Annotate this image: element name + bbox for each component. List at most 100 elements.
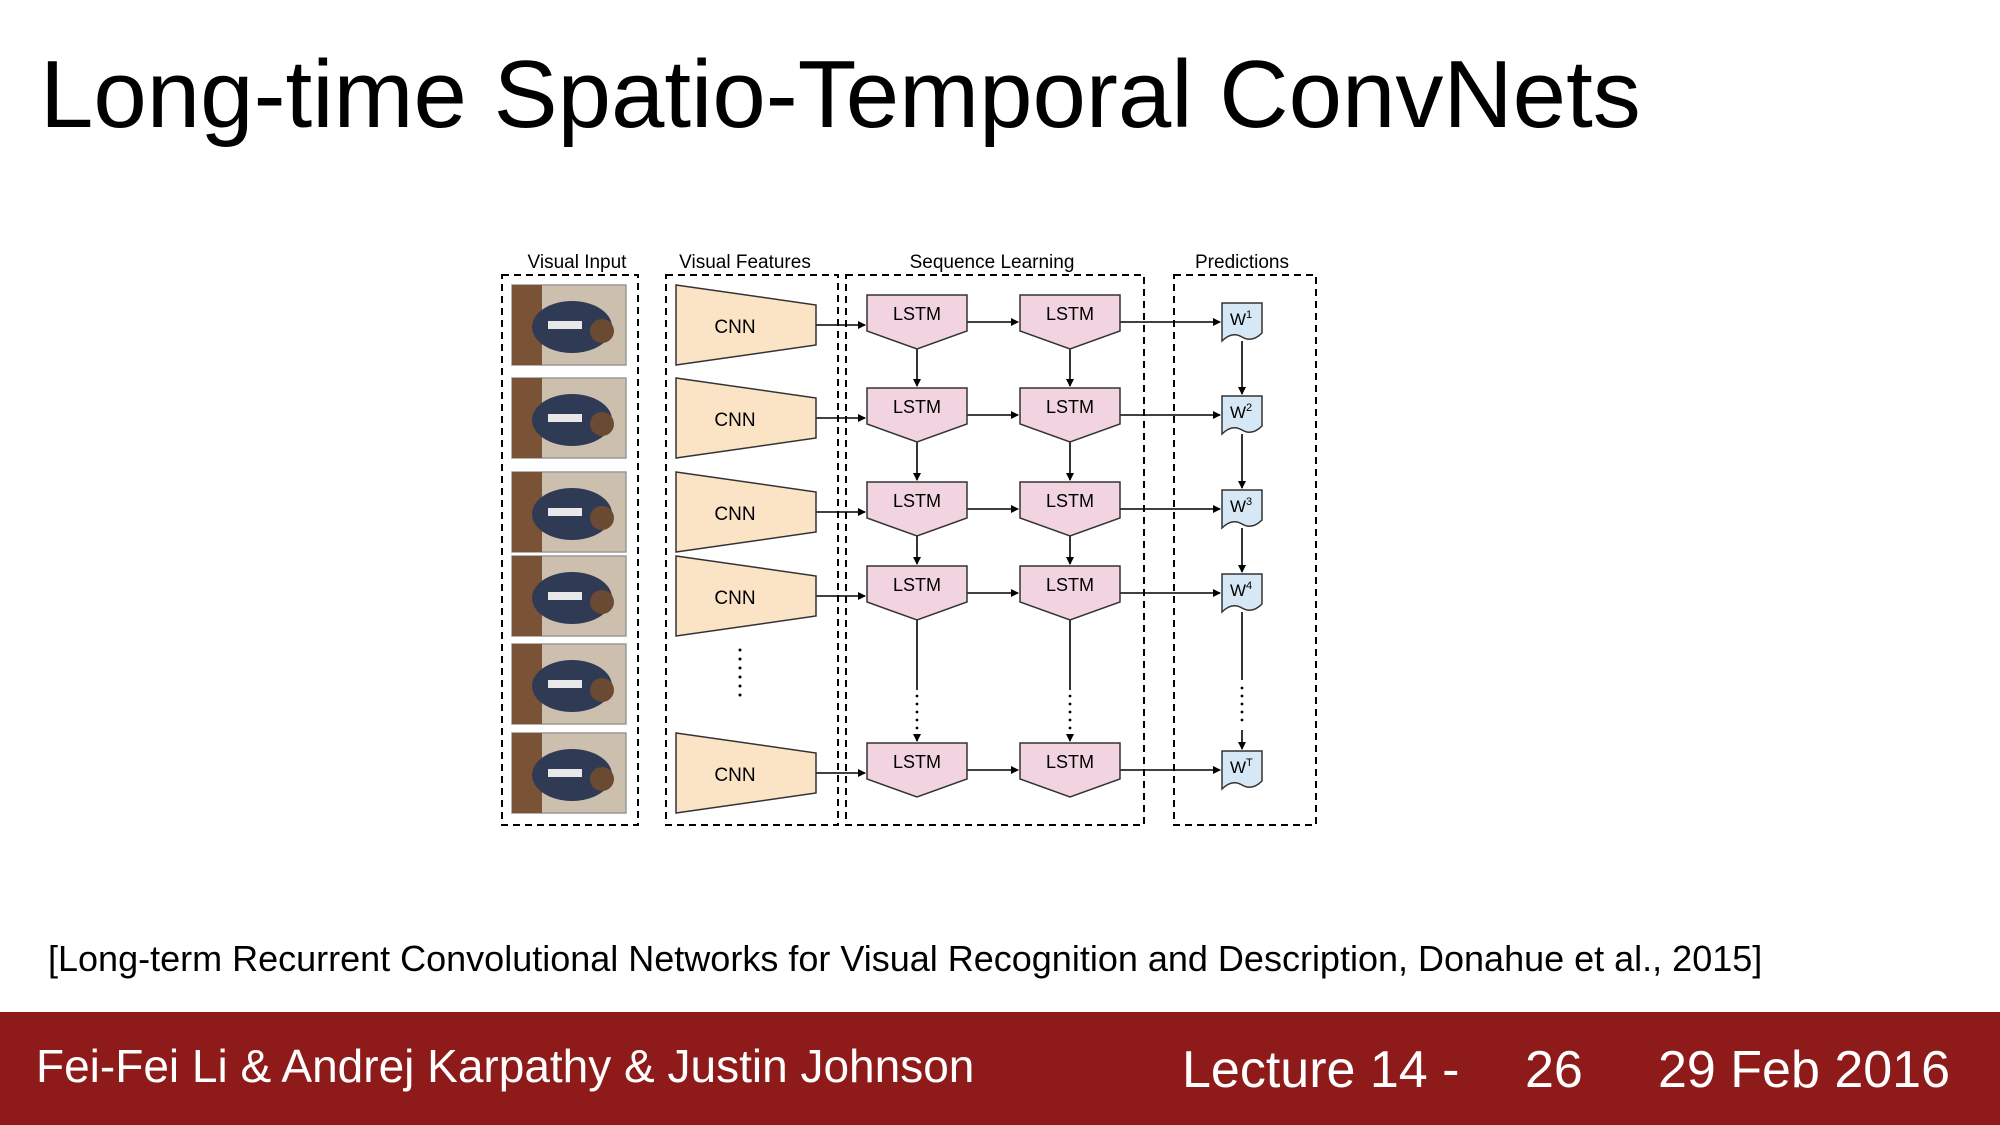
person-head bbox=[590, 678, 614, 702]
footer-page-number: 26 bbox=[1525, 1041, 1583, 1099]
lstm-label: LSTM bbox=[893, 491, 941, 511]
lstm-label: LSTM bbox=[1046, 491, 1094, 511]
lstm-shape bbox=[866, 742, 968, 798]
footer-lecture: Lecture 14 - bbox=[1182, 1041, 1460, 1099]
ellipsis-dot bbox=[1068, 694, 1072, 698]
prediction-shape bbox=[1221, 750, 1263, 791]
prediction-superscript: 4 bbox=[1246, 580, 1252, 592]
prediction-shape bbox=[1221, 395, 1263, 436]
header-sequence-learning: Sequence Learning bbox=[910, 252, 1075, 273]
panel-visual-input bbox=[501, 274, 639, 826]
ellipsis-dot bbox=[1240, 710, 1244, 714]
prediction-superscript: 2 bbox=[1246, 402, 1252, 414]
cnn-trapezoid bbox=[675, 555, 817, 637]
panel-predictions bbox=[1173, 274, 1317, 826]
ellipsis-dot bbox=[915, 694, 919, 698]
footer-date: 29 Feb 2016 bbox=[1658, 1041, 1951, 1099]
lstm-shape bbox=[1019, 481, 1121, 537]
person-stripe bbox=[548, 414, 582, 422]
ellipsis-dot bbox=[738, 693, 742, 697]
lstm-block: LSTM bbox=[866, 565, 968, 621]
prediction-word: WT bbox=[1221, 750, 1263, 791]
ellipsis-dot bbox=[1068, 702, 1072, 706]
lstm-shape bbox=[1019, 387, 1121, 443]
cnn-trapezoid bbox=[675, 732, 817, 814]
lstm-shape bbox=[866, 294, 968, 350]
prediction-shape bbox=[1221, 489, 1263, 530]
ellipsis-dot bbox=[915, 702, 919, 706]
lstm-label: LSTM bbox=[893, 304, 941, 324]
prediction-word: W1 bbox=[1221, 302, 1263, 343]
ellipsis-dot bbox=[1068, 718, 1072, 722]
person-stripe bbox=[548, 592, 582, 600]
prediction-shape bbox=[1221, 573, 1263, 614]
lstm-shape bbox=[866, 387, 968, 443]
ellipsis-dot bbox=[1240, 686, 1244, 690]
cnn-label: CNN bbox=[714, 588, 755, 609]
video-frame bbox=[511, 377, 627, 459]
prediction-word: W2 bbox=[1221, 395, 1263, 436]
header-visual-features: Visual Features bbox=[679, 252, 811, 273]
video-frame bbox=[511, 555, 627, 637]
lstm-block: LSTM bbox=[866, 387, 968, 443]
person-stripe bbox=[548, 769, 582, 777]
video-frame bbox=[511, 732, 627, 814]
person-stripe bbox=[548, 321, 582, 329]
ellipsis-dot bbox=[1068, 710, 1072, 714]
cnn-label: CNN bbox=[714, 317, 755, 338]
lstm-block: LSTM bbox=[1019, 742, 1121, 798]
lstm-shape bbox=[1019, 742, 1121, 798]
cnn-label: CNN bbox=[714, 504, 755, 525]
lstm-label: LSTM bbox=[893, 752, 941, 772]
cnn-block: CNN bbox=[675, 471, 817, 553]
lstm-shape bbox=[866, 565, 968, 621]
lstm-block: LSTM bbox=[1019, 565, 1121, 621]
footer-authors: Fei-Fei Li & Andrej Karpathy & Justin Jo… bbox=[36, 1040, 975, 1092]
lstm-label: LSTM bbox=[1046, 575, 1094, 595]
person-head bbox=[590, 506, 614, 530]
prediction-superscript: 1 bbox=[1246, 309, 1252, 321]
cnn-trapezoid bbox=[675, 471, 817, 553]
ellipsis-dot bbox=[915, 726, 919, 730]
ellipsis-dot bbox=[915, 718, 919, 722]
ellipsis-dot bbox=[1068, 726, 1072, 730]
cnn-block: CNN bbox=[675, 555, 817, 637]
cnn-trapezoid bbox=[675, 284, 817, 366]
lstm-shape bbox=[1019, 294, 1121, 350]
prediction-word: W4 bbox=[1221, 573, 1263, 614]
cnn-trapezoid bbox=[675, 377, 817, 459]
lstm-block: LSTM bbox=[866, 742, 968, 798]
cnn-label: CNN bbox=[714, 410, 755, 431]
ellipsis-dot bbox=[738, 666, 742, 670]
ellipsis-dot bbox=[1240, 702, 1244, 706]
cnn-block: CNN bbox=[675, 284, 817, 366]
slide-title: Long-time Spatio-Temporal ConvNets bbox=[40, 41, 1641, 148]
lstm-label: LSTM bbox=[1046, 752, 1094, 772]
header-predictions: Predictions bbox=[1195, 252, 1289, 273]
header-visual-input: Visual Input bbox=[528, 252, 628, 273]
ellipsis-dot bbox=[738, 684, 742, 688]
ellipsis-dot bbox=[1240, 718, 1244, 722]
citation: [Long-term Recurrent Convolutional Netwo… bbox=[48, 938, 1763, 979]
person-stripe bbox=[548, 508, 582, 516]
lrcn-diagram: Visual Input Visual Features Sequence Lear… bbox=[501, 252, 1317, 826]
lstm-block: LSTM bbox=[866, 481, 968, 537]
lstm-block: LSTM bbox=[866, 294, 968, 350]
person-head bbox=[590, 767, 614, 791]
person-head bbox=[590, 412, 614, 436]
lstm-label: LSTM bbox=[1046, 304, 1094, 324]
lstm-block: LSTM bbox=[1019, 387, 1121, 443]
cnn-block: CNN bbox=[675, 377, 817, 459]
prediction-word: W3 bbox=[1221, 489, 1263, 530]
ellipsis-dot bbox=[1240, 694, 1244, 698]
lstm-label: LSTM bbox=[893, 575, 941, 595]
lstm-label: LSTM bbox=[1046, 397, 1094, 417]
lstm-shape bbox=[866, 481, 968, 537]
prediction-superscript: T bbox=[1246, 757, 1253, 769]
footer-bar: Fei-Fei Li & Andrej Karpathy & Justin Jo… bbox=[0, 1012, 2000, 1125]
ellipsis-dot bbox=[738, 675, 742, 679]
ellipsis-dot bbox=[738, 657, 742, 661]
panel-sequence-learning bbox=[845, 274, 1145, 826]
lstm-label: LSTM bbox=[893, 397, 941, 417]
person-head bbox=[590, 319, 614, 343]
